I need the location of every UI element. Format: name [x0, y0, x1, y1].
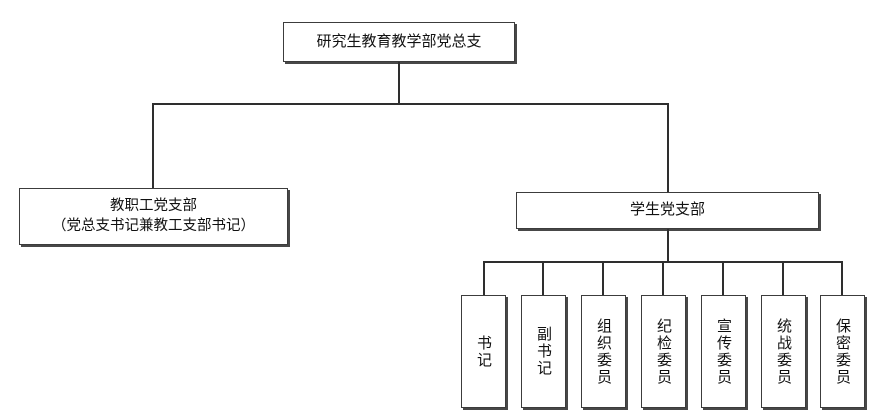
- node-role-confidentiality-member[interactable]: 保密委员: [820, 295, 865, 408]
- node-role-united-front-member[interactable]: 统战委员: [761, 295, 806, 408]
- node-staff-party-branch[interactable]: 教职工党支部 （党总支书记兼教工支部书记）: [19, 188, 288, 245]
- connector-to-student-branch: [667, 103, 669, 193]
- connector-to-role-4: [662, 261, 664, 296]
- connector-to-role-5: [722, 261, 724, 296]
- connector-to-role-6: [782, 261, 784, 296]
- node-role-discipline-member[interactable]: 纪检委员: [641, 295, 686, 408]
- connector-to-role-7: [841, 261, 843, 296]
- connector-root-stem: [398, 62, 400, 105]
- node-student-branch-label: 学生党支部: [629, 201, 705, 219]
- node-role-deputy-secretary-label: 副书记: [535, 326, 552, 377]
- node-staff-branch-label-line1: 教职工党支部: [110, 197, 197, 214]
- node-root-party-committee[interactable]: 研究生教育教学部党总支: [283, 22, 515, 62]
- node-root-label: 研究生教育教学部党总支: [316, 32, 482, 50]
- node-role-secretary[interactable]: 书记: [461, 295, 506, 408]
- node-role-organization-member[interactable]: 组织委员: [581, 295, 626, 408]
- node-role-united-front-member-label: 统战委员: [775, 317, 792, 386]
- connector-to-staff-branch: [152, 103, 154, 189]
- node-role-secretary-label: 书记: [475, 334, 492, 369]
- connector-level2-bus: [152, 103, 669, 105]
- node-role-deputy-secretary[interactable]: 副书记: [521, 295, 566, 408]
- connector-to-role-1: [483, 261, 485, 296]
- node-role-organization-member-label: 组织委员: [595, 317, 612, 386]
- connector-to-role-3: [602, 261, 604, 296]
- node-role-discipline-member-label: 纪检委员: [655, 317, 672, 386]
- connector-to-role-2: [542, 261, 544, 296]
- node-role-publicity-member[interactable]: 宣传委员: [701, 295, 746, 408]
- connector-student-stem: [667, 229, 669, 263]
- node-role-publicity-member-label: 宣传委员: [715, 317, 732, 386]
- node-staff-branch-label-line2: （党总支书记兼教工支部书记）: [52, 217, 255, 234]
- node-role-confidentiality-member-label: 保密委员: [834, 317, 851, 386]
- node-student-party-branch[interactable]: 学生党支部: [516, 192, 819, 229]
